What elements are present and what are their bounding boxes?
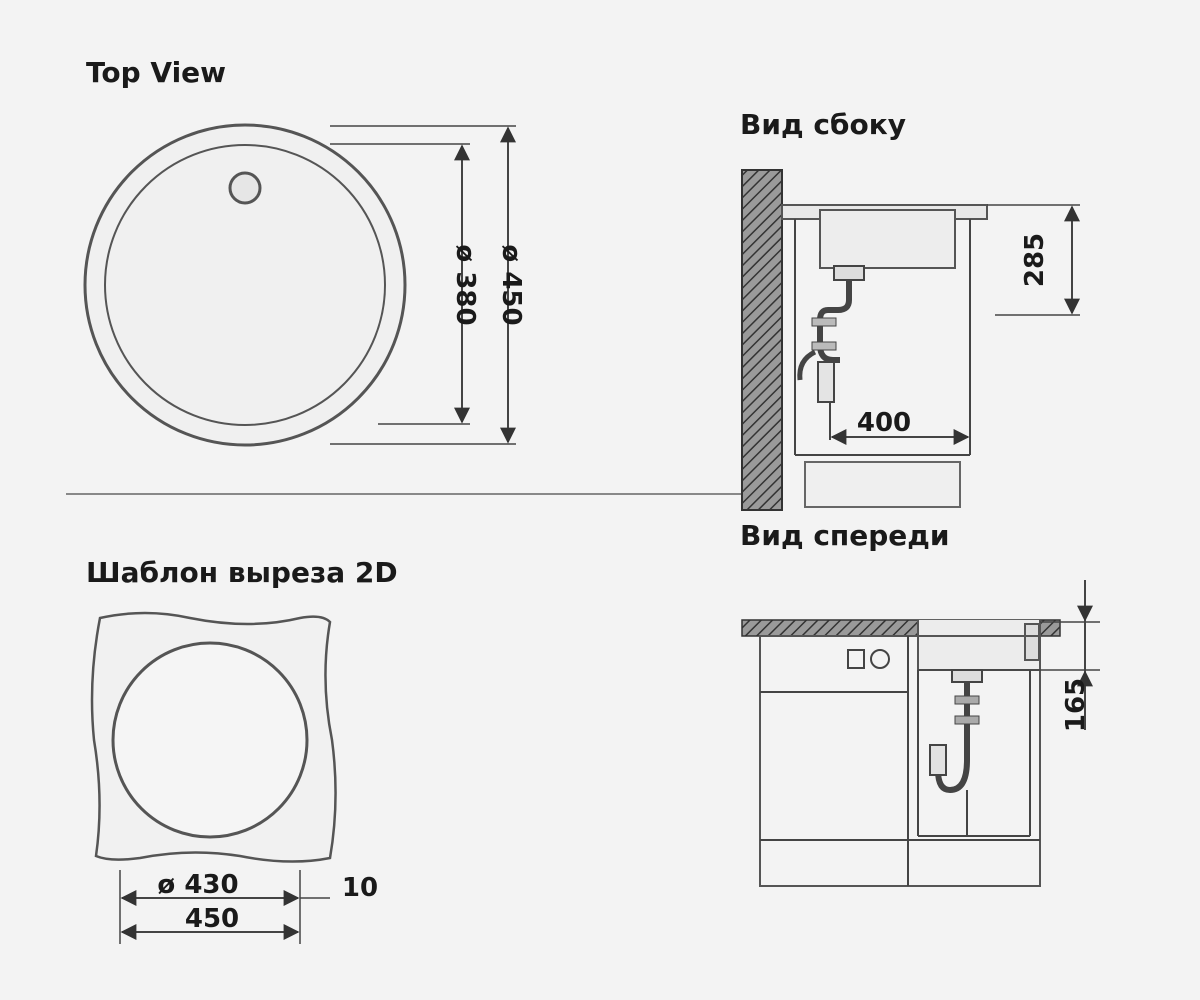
overflow-hole [228,171,262,205]
cutout-template: Шаблон выреза 2D ø 430 450 10 [86,556,398,944]
front-view-title: Вид спереди [740,519,950,552]
cutout-width-label: 450 [185,904,239,934]
wall-section [741,169,783,511]
drawer-knob-icon [847,649,865,669]
cutout-template-title: Шаблон выреза 2D [86,556,398,589]
sink-bowl-front [917,620,1041,671]
sink-inner-rim [104,144,386,426]
top-view-title: Top View [86,56,226,89]
top-view: Top View ø 380 ø 450 [83,56,526,447]
sink-bowl-side [819,209,956,269]
inner-diameter-label: ø 380 [450,244,480,325]
cutout-circle [111,641,309,839]
cutout-diameter-label: ø 430 [157,870,238,900]
siphon-front [929,669,983,836]
side-width-label: 400 [857,408,911,438]
cabinet-front [759,635,1041,887]
sink-rim-front [1024,623,1040,661]
side-view-title: Вид сбоку [740,108,906,141]
cabinet-plinth [804,461,961,508]
drawer-knob-round-icon [870,649,890,669]
front-depth-label: 165 [1061,678,1091,732]
cutout-margin-label: 10 [342,873,378,903]
front-view: Вид спереди 165 [740,519,1100,887]
side-view: Вид сбоку 285 400 [740,108,1080,511]
side-depth-label: 285 [1020,233,1050,287]
siphon-side [797,265,865,440]
outer-diameter-label: ø 450 [496,244,526,325]
